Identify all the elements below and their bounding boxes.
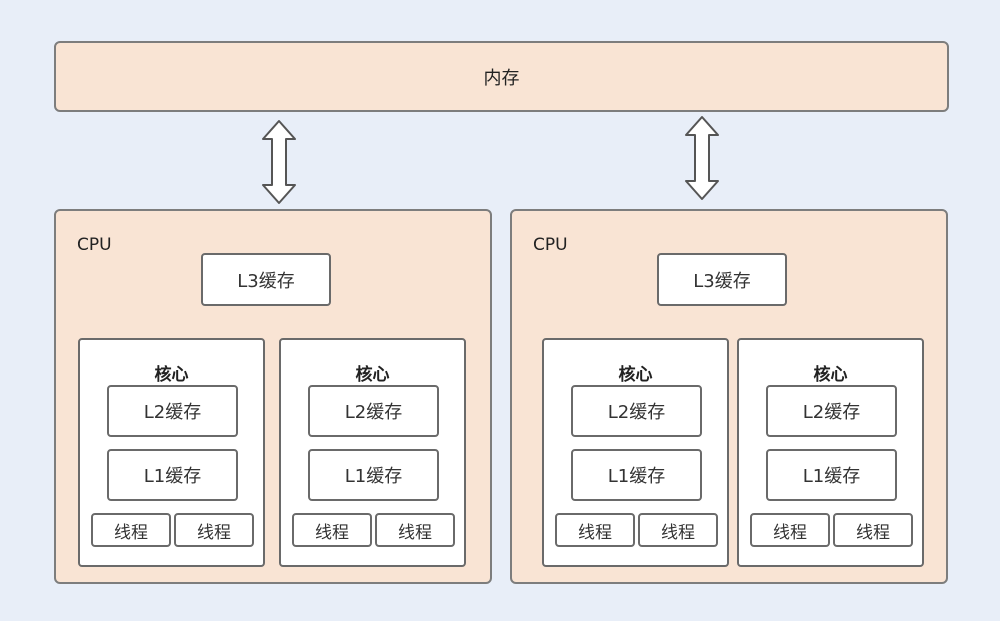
left-bidirectional-arrow-icon <box>262 120 296 204</box>
thread-label: 线程 <box>856 522 890 543</box>
thread: 线程 <box>375 513 455 547</box>
l3-cache: L3缓存 <box>201 253 331 306</box>
l2-cache: L2缓存 <box>107 385 238 437</box>
thread: 线程 <box>174 513 254 547</box>
core: 核心 L2缓存 L1缓存 线程 线程 <box>542 338 729 567</box>
l1-cache: L1缓存 <box>107 449 238 501</box>
thread: 线程 <box>638 513 718 547</box>
l3-cache-label: L3缓存 <box>237 270 295 292</box>
thread-label: 线程 <box>197 522 231 543</box>
l3-cache-label: L3缓存 <box>693 270 751 292</box>
core-title: 核心 <box>355 365 390 385</box>
thread-label: 线程 <box>661 522 695 543</box>
thread-label: 线程 <box>578 522 612 543</box>
core-title: 核心 <box>618 365 653 385</box>
l1-cache-label: L1缓存 <box>344 466 403 487</box>
l2-cache: L2缓存 <box>308 385 439 437</box>
core-title: 核心 <box>813 365 848 385</box>
thread-label: 线程 <box>773 522 807 543</box>
l2-cache-label: L2缓存 <box>802 402 861 423</box>
thread: 线程 <box>833 513 913 547</box>
thread: 线程 <box>555 513 635 547</box>
l1-cache-label: L1缓存 <box>143 466 202 487</box>
l2-cache-label: L2缓存 <box>344 402 403 423</box>
thread: 线程 <box>292 513 372 547</box>
core-title: 核心 <box>154 365 189 385</box>
thread-label: 线程 <box>315 522 349 543</box>
cpu-panel: CPU L3缓存 核心 L2缓存 L1缓存 线程 线程 核心 L2缓存 L1缓存… <box>54 209 492 584</box>
core: 核心 L2缓存 L1缓存 线程 线程 <box>737 338 924 567</box>
l2-cache: L2缓存 <box>766 385 897 437</box>
thread: 线程 <box>750 513 830 547</box>
thread-label: 线程 <box>114 522 148 543</box>
l2-cache: L2缓存 <box>571 385 702 437</box>
l1-cache-label: L1缓存 <box>802 466 861 487</box>
core: 核心 L2缓存 L1缓存 线程 线程 <box>279 338 466 567</box>
thread-label: 线程 <box>398 522 432 543</box>
l1-cache: L1缓存 <box>571 449 702 501</box>
l1-cache: L1缓存 <box>766 449 897 501</box>
memory-box: 内存 <box>54 41 949 112</box>
cpu-panel: CPU L3缓存 核心 L2缓存 L1缓存 线程 线程 核心 L2缓存 L1缓存… <box>510 209 948 584</box>
memory-label: 内存 <box>483 67 520 89</box>
thread: 线程 <box>91 513 171 547</box>
l1-cache-label: L1缓存 <box>607 466 666 487</box>
l3-cache: L3缓存 <box>657 253 787 306</box>
cpu-label: CPU <box>533 235 568 255</box>
right-bidirectional-arrow-icon <box>685 116 719 200</box>
l1-cache: L1缓存 <box>308 449 439 501</box>
core: 核心 L2缓存 L1缓存 线程 线程 <box>78 338 265 567</box>
l2-cache-label: L2缓存 <box>143 402 202 423</box>
l2-cache-label: L2缓存 <box>607 402 666 423</box>
cpu-label: CPU <box>77 235 112 255</box>
